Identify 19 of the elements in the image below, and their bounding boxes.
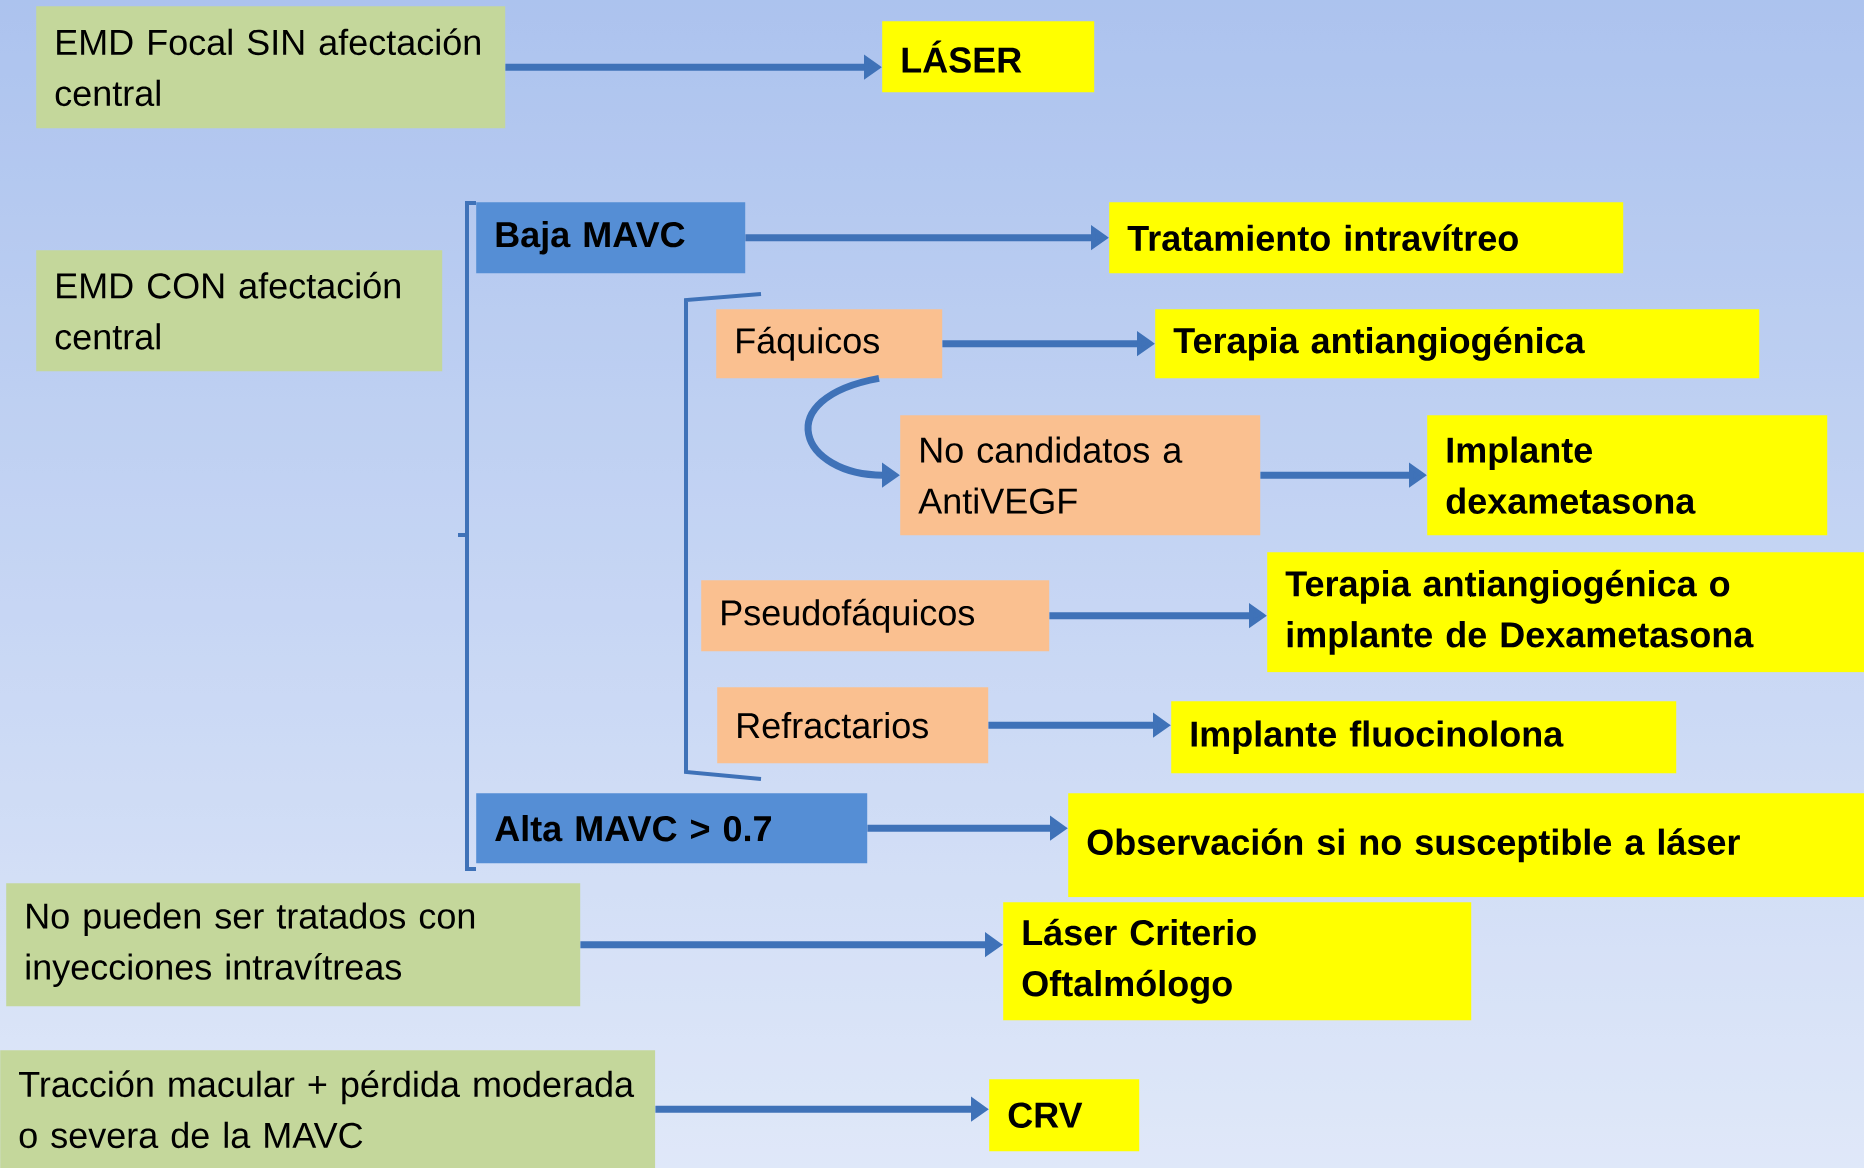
subgroup-box: Fáquicos: [716, 309, 943, 379]
acuity-box: Alta MAVC > 0.7: [476, 793, 868, 864]
subgroup-box: Refractarios: [717, 687, 989, 764]
condition-box: EMD Focal SIN afectación central: [36, 6, 506, 129]
condition-box: EMD CON afectación central: [36, 250, 443, 372]
subgroup-box: No candidatos a AntiVEGF: [900, 415, 1261, 536]
condition-box: Tracción macular + pérdida moderada o severa de la MAVC: [0, 1050, 656, 1168]
treatment-box: Implante dexametasona: [1427, 415, 1828, 536]
subgroup-box: Pseudofáquicos: [701, 580, 1050, 652]
treatment-box: LÁSER: [882, 21, 1095, 93]
condition-box: No pueden ser tratados con inyecciones intravítreas: [6, 883, 581, 1007]
treatment-box: Observación si no susceptible a láser: [1068, 793, 1864, 898]
treatment-box: Tratamiento intravítreo: [1109, 202, 1624, 274]
treatment-box: Terapia antiangiogénica o implante de Dexametasona: [1267, 552, 1864, 673]
acuity-box: Baja MAVC: [476, 202, 746, 274]
treatment-box: Implante fluocinolona: [1171, 701, 1677, 774]
treatment-box: CRV: [989, 1079, 1140, 1152]
treatment-box: Láser Criterio Oftalmólogo: [1003, 902, 1472, 1021]
treatment-box: Terapia antiangiogénica: [1155, 309, 1760, 379]
